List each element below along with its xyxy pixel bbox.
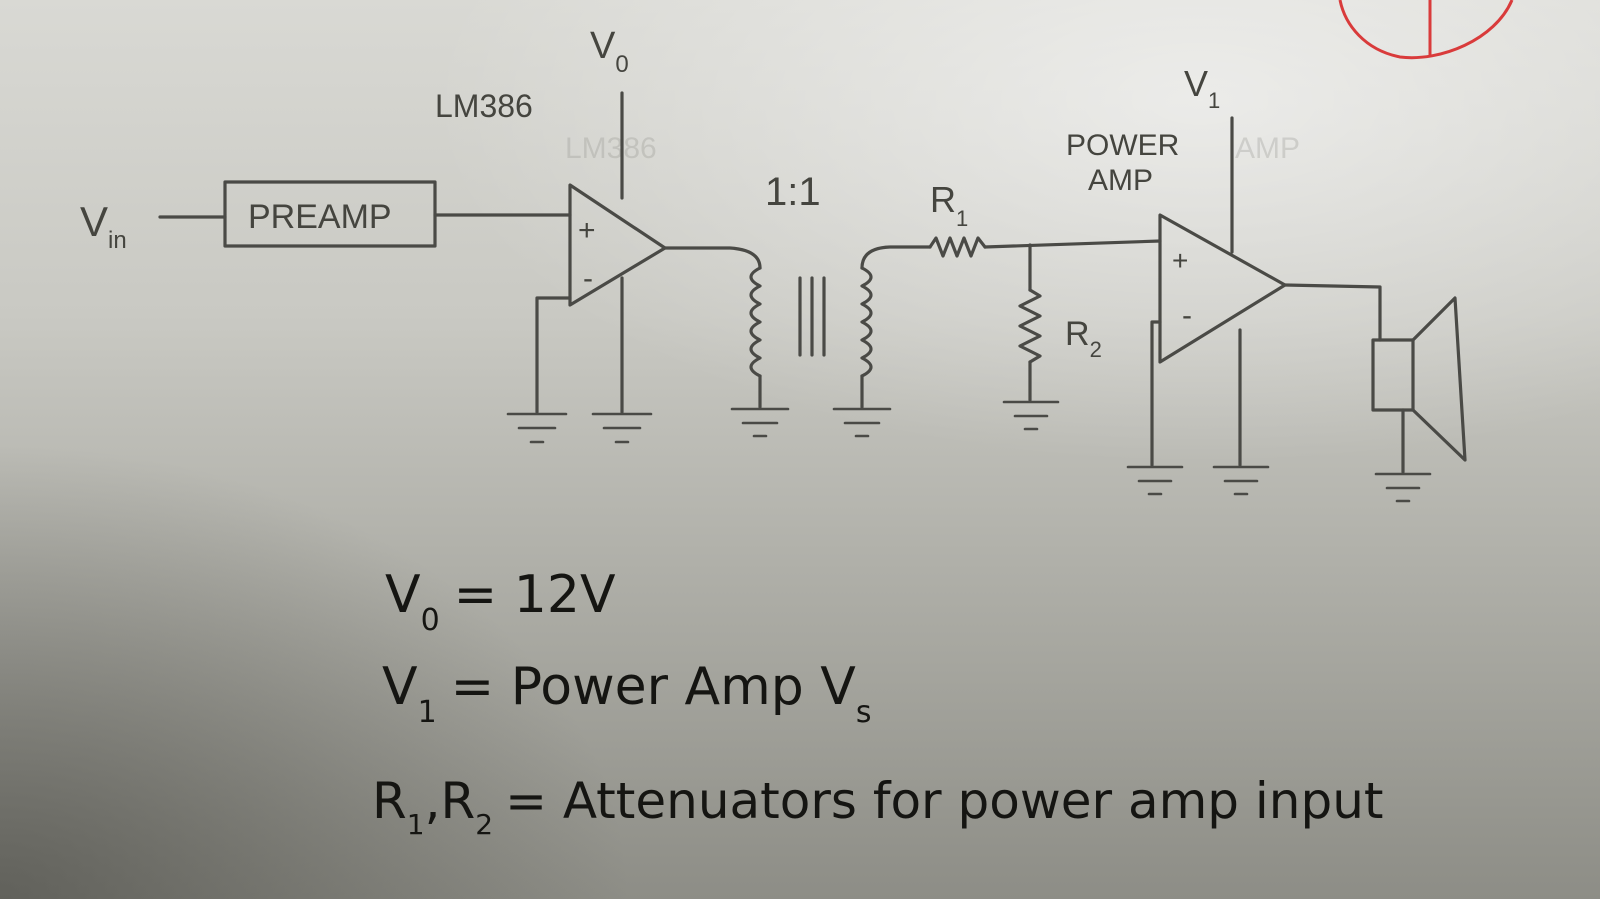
- lm386-minus-sign: -: [583, 262, 593, 295]
- v1-label: V1: [1184, 63, 1220, 113]
- lm386-feedback-wire: [535, 296, 572, 414]
- poweramp-output-wire: [1283, 283, 1382, 342]
- preamp-label: PREAMP: [248, 198, 392, 236]
- power-amp-label-line1: POWER: [1066, 129, 1179, 162]
- lm386-opamp: [568, 183, 667, 307]
- ground-symbol-2: [591, 412, 653, 444]
- ghost-text-1: LM386: [565, 132, 657, 165]
- ground-symbol-4: [832, 407, 892, 438]
- poweramp-feedback-wire: [1150, 320, 1162, 467]
- v0-label: V0: [590, 25, 629, 78]
- transformer-primary-coil: [749, 266, 762, 378]
- transformer-secondary-coil: [860, 266, 873, 378]
- poweramp-plus-sign: +: [1172, 245, 1188, 276]
- ghost-text-2: AMP: [1235, 132, 1300, 165]
- transformer-ratio-label: 1:1: [765, 170, 821, 214]
- lm386-label: LM386: [435, 88, 533, 124]
- r1-resistor: [928, 236, 987, 258]
- secondary-output-wire: [860, 245, 932, 270]
- r2-label: R2: [1065, 315, 1102, 362]
- ground-symbol-3: [730, 407, 790, 438]
- ground-symbol-5: [1002, 400, 1060, 431]
- lm386-plus-sign: +: [578, 214, 596, 247]
- vin-label: Vin: [80, 198, 127, 254]
- note-line-2: V1= Power Amp Vs: [382, 657, 872, 730]
- r1-label: R1: [930, 179, 968, 231]
- r2-resistor: [1018, 288, 1042, 364]
- ground-symbol-7: [1212, 465, 1270, 496]
- red-circle-mark: [1338, 0, 1514, 60]
- ground-symbol-8: [1374, 472, 1432, 503]
- power-amp-label-line2: AMP: [1088, 164, 1153, 197]
- poweramp-minus-sign: -: [1182, 299, 1192, 332]
- ground-symbol-6: [1126, 465, 1184, 496]
- power-amp-opamp: [1158, 213, 1287, 364]
- lm386-output-wire: [663, 246, 762, 270]
- r1-to-poweramp-wire: [983, 239, 1162, 249]
- ground-symbol-1: [506, 412, 568, 444]
- note-line-3: R1,R2= Attenuators for power amp input: [372, 772, 1384, 841]
- note-line-1: V0= 12V: [385, 565, 616, 638]
- speaker-icon: [1371, 296, 1467, 462]
